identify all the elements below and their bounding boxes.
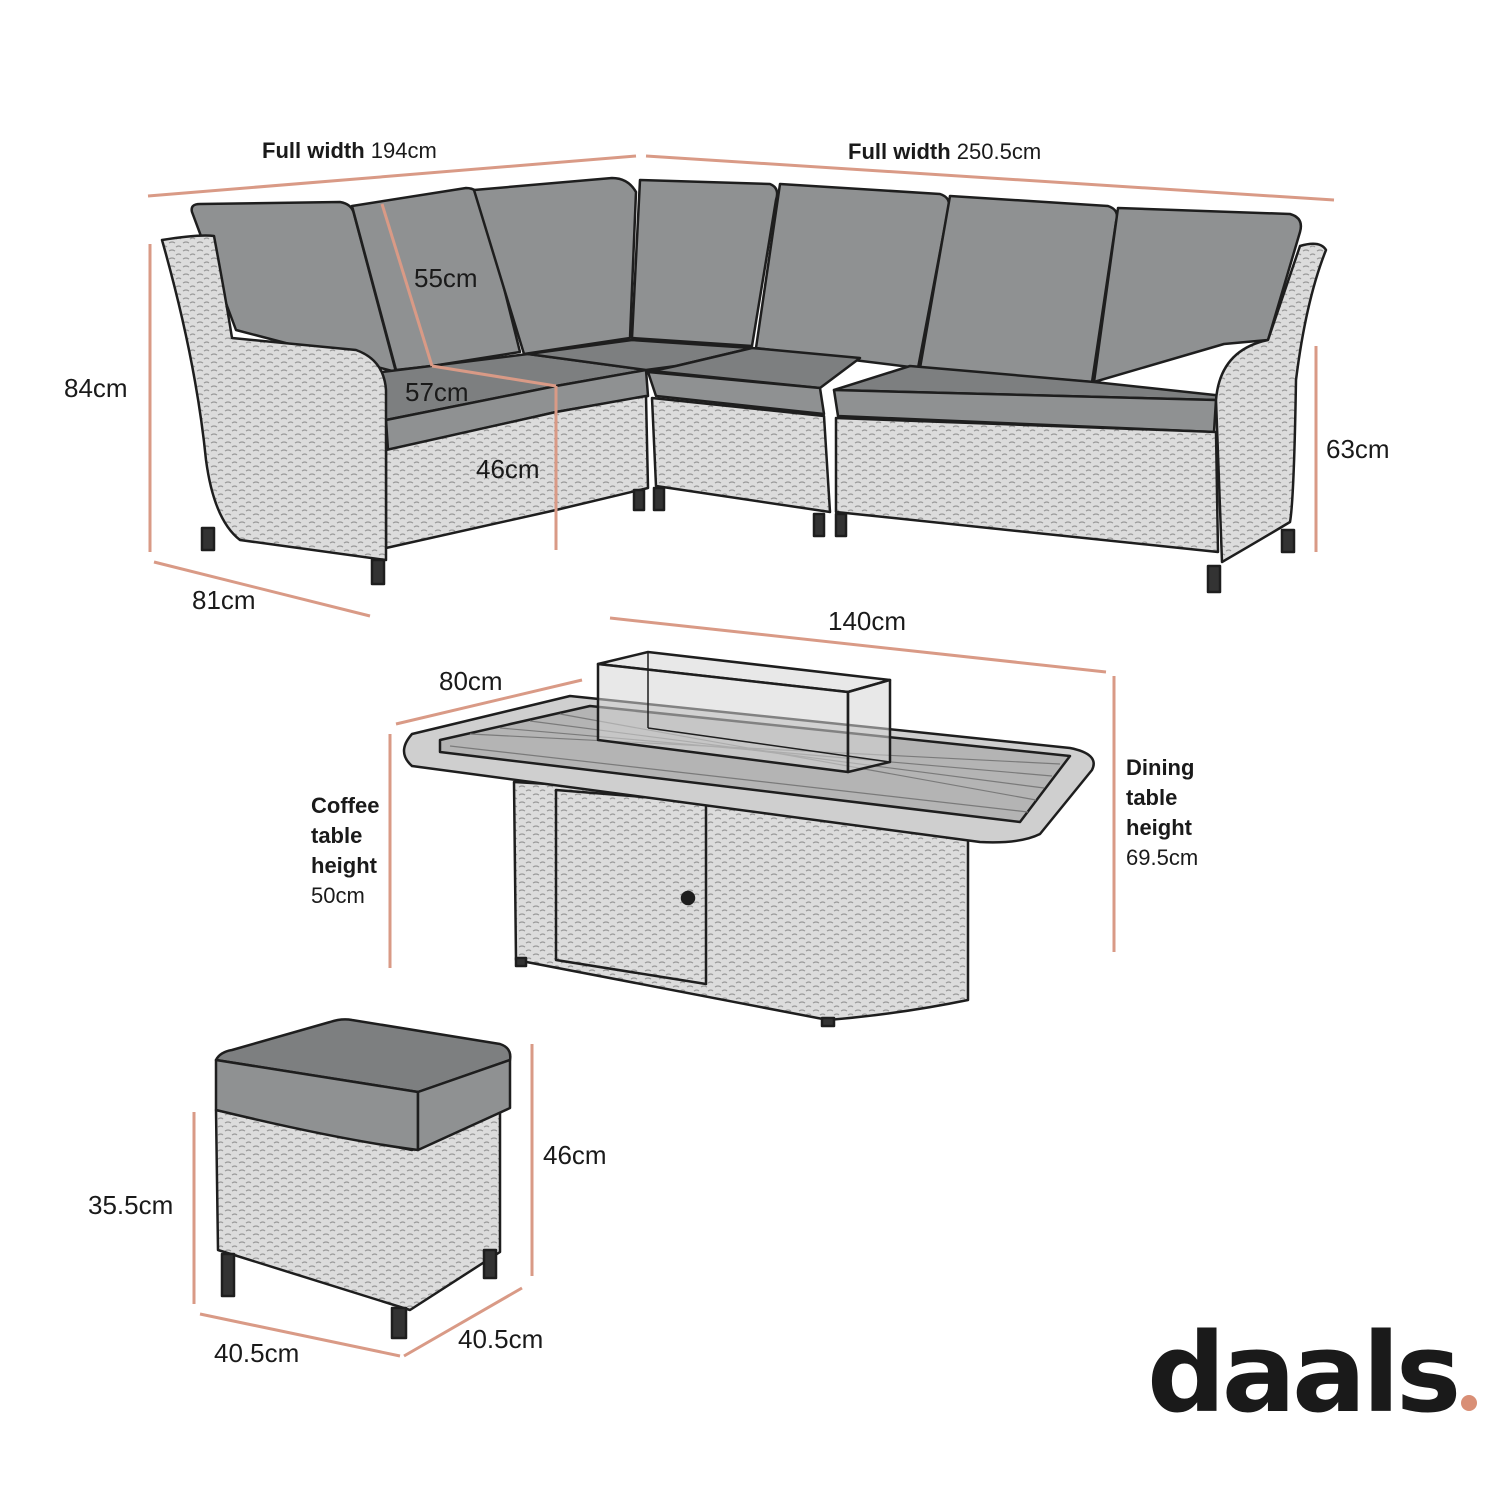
sofa-depth-label: 81cm	[192, 585, 256, 615]
door-lock	[680, 890, 696, 906]
stool-width-label: 40.5cm	[214, 1338, 300, 1368]
dining-height-line-1: Dining	[1126, 755, 1195, 780]
stool-cushion-side	[416, 1058, 512, 1152]
dimension-lines	[147, 154, 1335, 1358]
coffee-height-line-2: table	[311, 823, 363, 848]
leg	[1280, 528, 1296, 554]
dim-width-left	[147, 154, 637, 198]
leg	[220, 1252, 236, 1298]
seat-depth-label: 57cm	[405, 377, 469, 407]
leg	[370, 558, 386, 586]
arm-left	[160, 234, 388, 562]
back-cushion-7	[1092, 206, 1303, 384]
leg	[482, 1248, 498, 1280]
back-cushion-4	[630, 178, 779, 348]
table-depth-label: 80cm	[439, 666, 503, 696]
dining-height-label: Dining table height 69.5cm	[1126, 753, 1198, 873]
logo-dot-icon	[1461, 1395, 1478, 1411]
dim-stool-depth	[403, 1286, 523, 1358]
full-width-left-caption: Full width	[262, 138, 365, 163]
leg	[632, 488, 646, 512]
dim-seat-depth	[431, 364, 557, 388]
back-cushion-6	[918, 194, 1119, 384]
seat-cushion-mid-front	[646, 370, 826, 416]
seat-height-label: 46cm	[476, 454, 540, 484]
coffee-height-label: Coffee table height 50cm	[311, 791, 379, 911]
table-foot	[514, 956, 528, 968]
table-foot	[820, 1016, 836, 1028]
base-corner	[650, 396, 832, 514]
stool-height-total-label: 46cm	[543, 1140, 607, 1170]
dim-width-right	[645, 154, 1335, 202]
leg	[1206, 564, 1222, 594]
dining-height-line-3: height	[1126, 815, 1192, 840]
footstool	[214, 1018, 512, 1340]
back-height-label: 55cm	[414, 263, 478, 293]
base-right	[834, 416, 1220, 554]
leg	[812, 512, 826, 538]
leg	[834, 512, 848, 538]
brand-logo: daals	[1147, 1318, 1478, 1428]
full-width-right-label: Full width 250.5cm	[848, 141, 1041, 163]
corner-sofa	[160, 176, 1328, 594]
coffee-height-line-3: height	[311, 853, 377, 878]
back-cushion-3	[472, 176, 638, 356]
sofa-height-label: 84cm	[64, 373, 128, 403]
dim-table-depth	[395, 678, 583, 726]
dining-height-line-2: table	[1126, 785, 1178, 810]
stool-cushion-front	[214, 1058, 420, 1152]
seat-cushion-mid	[646, 346, 862, 390]
full-width-right-caption: Full width	[848, 139, 951, 164]
table-width-label: 140cm	[828, 606, 907, 636]
stool-height-base-label: 35.5cm	[88, 1190, 174, 1220]
brand-logo-text: daals	[1147, 1309, 1461, 1437]
leg	[652, 486, 666, 512]
stool-cushion-top	[214, 1018, 512, 1094]
dim-sofa-depth	[153, 560, 371, 618]
glass-screen	[596, 650, 892, 774]
dim-back-height	[380, 203, 434, 367]
back-cushion-5	[754, 182, 951, 370]
leg	[390, 1306, 408, 1340]
arm-right	[1214, 242, 1328, 564]
fire-pit-table	[402, 650, 1095, 1028]
coffee-height-line-1: Coffee	[311, 793, 380, 818]
table-door	[554, 788, 708, 986]
dining-height-value: 69.5cm	[1126, 845, 1199, 870]
dim-stool-width	[199, 1312, 401, 1358]
stool-depth-label: 40.5cm	[458, 1324, 544, 1354]
leg	[200, 526, 216, 552]
full-width-left-value: 194cm	[370, 138, 437, 163]
full-width-right-value: 250.5cm	[956, 139, 1042, 164]
dim-table-width	[609, 616, 1107, 674]
coffee-height-value: 50cm	[311, 883, 365, 908]
arm-height-label: 63cm	[1326, 434, 1390, 464]
full-width-left-label: Full width 194cm	[262, 140, 437, 162]
